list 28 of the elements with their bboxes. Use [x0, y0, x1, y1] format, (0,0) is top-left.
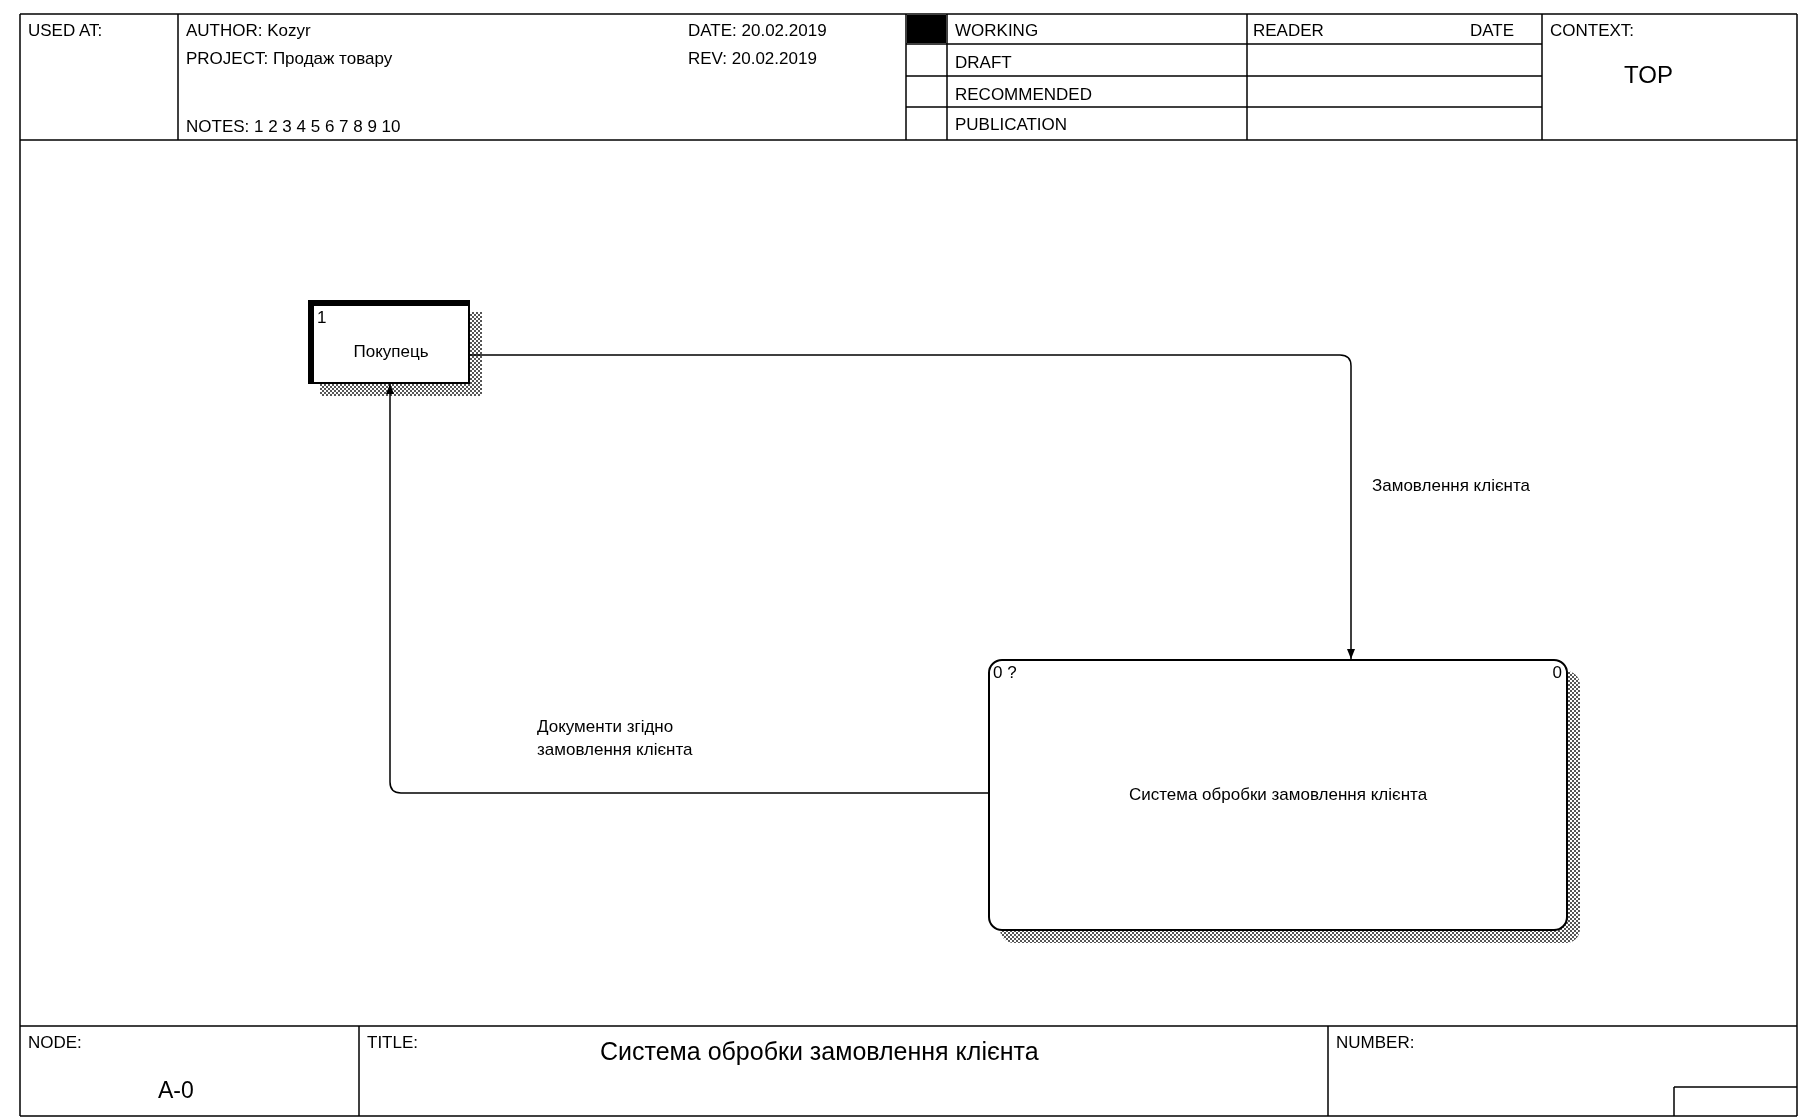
- title-block-text: TOP: [1624, 62, 1673, 89]
- node-number: 0: [1552, 664, 1562, 683]
- title-block-text: PUBLICATION: [955, 116, 1068, 135]
- title-block-text: DRAFT: [955, 54, 1012, 73]
- title-block-text: USED AT:: [28, 22, 103, 41]
- title-block-text: NUMBER:: [1336, 1034, 1415, 1053]
- title-block-text: TITLE:: [367, 1034, 418, 1053]
- node-label: Система обробки замовлення клієнта: [1127, 785, 1429, 805]
- title-block-text: NODE:: [28, 1034, 82, 1053]
- external-entity-box: [308, 300, 470, 384]
- title-block-text: REV: 20.02.2019: [688, 50, 817, 69]
- title-block-text: DATE: [1470, 22, 1515, 41]
- title-block-text: RECOMMENDED: [955, 86, 1092, 105]
- diagram-title: Система обробки замовлення клієнта: [600, 1038, 1039, 1066]
- activity-box: [988, 659, 1568, 931]
- title-block-text: WORKING: [955, 22, 1039, 41]
- node-number: 1: [317, 309, 327, 328]
- title-block-text: CONTEXT:: [1550, 22, 1635, 41]
- node-label: Покупець: [352, 342, 430, 362]
- title-block-text: READER: [1253, 22, 1324, 41]
- arrow: [386, 383, 989, 794]
- title-block-text: AUTHOR: Kozyr: [186, 22, 311, 41]
- arrow: [469, 354, 1355, 660]
- title-block-text: A-0: [158, 1078, 194, 1104]
- title-block-text: PROJECT: Продаж товару: [186, 50, 393, 69]
- node-number: 0 ?: [993, 664, 1017, 683]
- title-block-text: NOTES: 1 2 3 4 5 6 7 8 9 10: [186, 118, 401, 137]
- title-block-text: DATE: 20.02.2019: [688, 22, 827, 41]
